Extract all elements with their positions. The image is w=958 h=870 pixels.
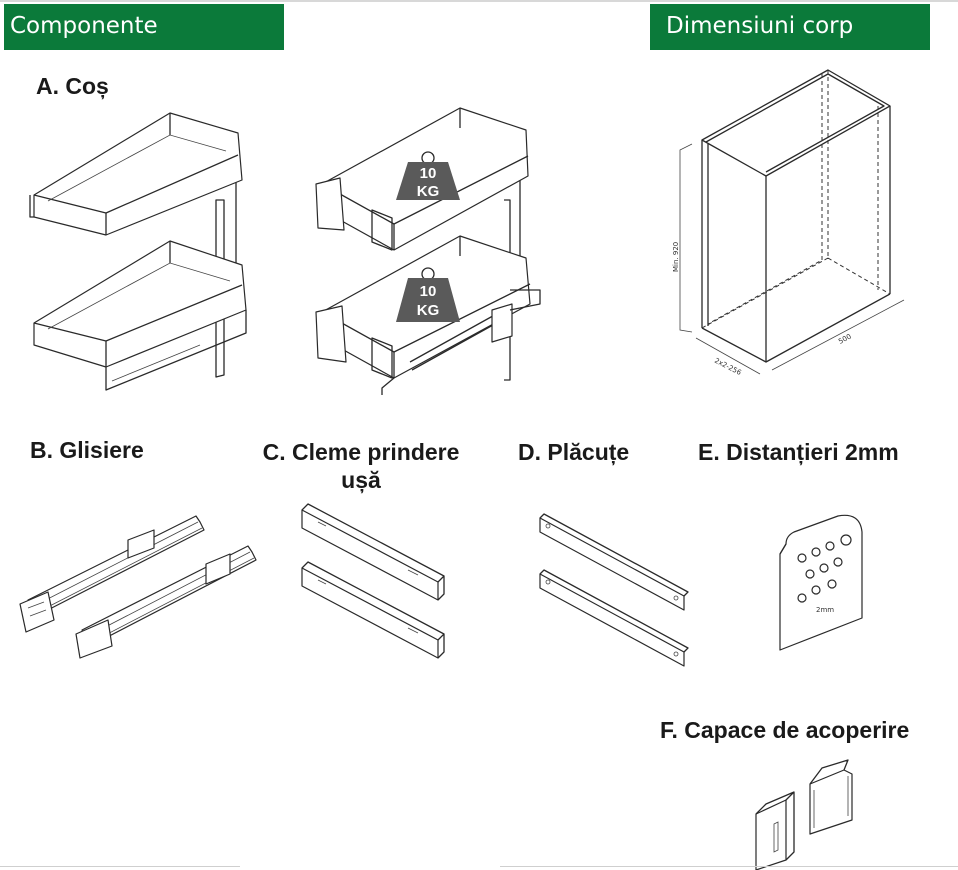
cabinet-illustration: Min. 920 2x2-256 500 xyxy=(672,69,905,378)
basket-with-load-illustration: 10 KG 10 KG xyxy=(315,107,541,395)
weight-icon: 10 KG xyxy=(396,151,460,200)
svg-text:KG: KG xyxy=(417,302,440,319)
cover-cap-illustration xyxy=(755,759,853,870)
svg-text:10: 10 xyxy=(420,283,437,300)
svg-text:2mm: 2mm xyxy=(816,606,834,614)
svg-text:10: 10 xyxy=(420,165,437,182)
svg-text:KG: KG xyxy=(417,183,440,200)
mounting-plate-illustration xyxy=(539,513,689,667)
components-banner: Componente xyxy=(4,4,284,50)
svg-text:Min. 920: Min. 920 xyxy=(672,242,680,272)
slide-rail-illustration xyxy=(19,515,257,659)
section-heading-spacers: E. Distanțieri 2mm xyxy=(698,439,899,465)
section-heading-door-clips: C. Cleme prindere ușă xyxy=(262,439,460,493)
basket-illustration xyxy=(29,112,247,391)
spacer-illustration: 2mm xyxy=(779,514,863,651)
door-clip-illustration xyxy=(301,503,445,659)
section-heading-slides: B. Glisiere xyxy=(30,437,144,463)
svg-text:2x2-256: 2x2-256 xyxy=(713,357,743,378)
section-heading-cover-caps: F. Capace de acoperire xyxy=(660,717,910,743)
bottom-divider xyxy=(0,866,240,867)
weight-icon: 10 KG xyxy=(396,267,460,322)
top-divider xyxy=(0,0,958,2)
cabinet-dimensions-banner: Dimensiuni corp xyxy=(650,4,930,50)
section-heading-basket: A. Coș xyxy=(36,73,109,99)
bottom-divider xyxy=(500,866,958,867)
section-heading-plates: D. Plăcuțe xyxy=(518,439,630,465)
